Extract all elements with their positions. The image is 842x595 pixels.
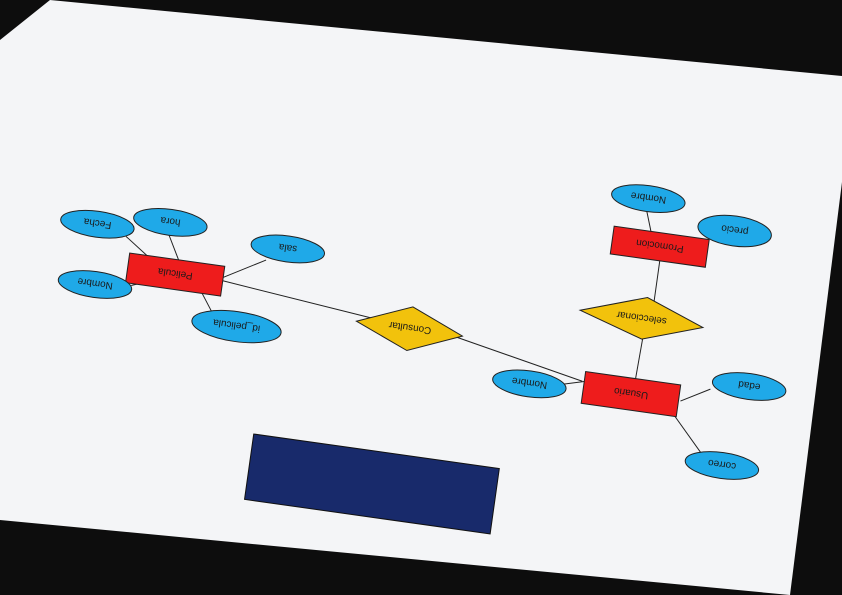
attribute-sala-label: sala xyxy=(278,241,298,255)
attribute-nombre-usuario-label: Nombre xyxy=(511,374,548,390)
attribute-sala-shape xyxy=(250,234,325,264)
entity-usuario-label: Usuario xyxy=(613,385,649,401)
connector-seleccionar-promocion xyxy=(653,260,661,305)
attribute-nombre-pelicula-label: Nombre xyxy=(76,275,113,291)
legend-box xyxy=(243,433,500,535)
connector-consultar-pelicula xyxy=(217,279,375,320)
entity-usuario[interactable]: Usuario xyxy=(580,371,682,418)
attribute-correo[interactable]: correo xyxy=(683,447,760,483)
entity-pelicula[interactable]: Pelicula xyxy=(124,252,226,297)
attribute-nombre-pelicula[interactable]: Nombre xyxy=(57,266,134,302)
attribute-correo-label: correo xyxy=(707,457,737,472)
entity-pelicula-box xyxy=(124,252,226,297)
relationship-consultar-diamond xyxy=(355,306,464,352)
attribute-sala[interactable]: sala xyxy=(249,231,326,267)
attribute-edad-label: edad xyxy=(738,378,762,392)
attribute-nombre-promocion-shape xyxy=(611,184,686,214)
attribute-precio[interactable]: precio xyxy=(696,211,773,251)
relationship-seleccionar-diamond xyxy=(578,296,705,340)
diagram-rotated-group: Usuario Promocion Pelicula Consultar sel… xyxy=(57,181,788,535)
attribute-nombre-usuario[interactable]: Nombre xyxy=(491,366,568,402)
legend-rect xyxy=(243,433,500,535)
attribute-fecha-label: Fecha xyxy=(83,215,112,230)
relationship-consultar[interactable]: Consultar xyxy=(353,299,465,357)
entity-promocion-box xyxy=(609,225,710,268)
entity-promocion[interactable]: Promocion xyxy=(609,225,710,268)
attribute-nombre-pelicula-shape xyxy=(57,270,133,299)
attribute-hora[interactable]: hora xyxy=(132,204,209,240)
connector-usuario-edad xyxy=(680,388,711,402)
connector-pelicula-sala xyxy=(217,259,267,280)
relationship-seleccionar[interactable]: seleccionar xyxy=(577,288,706,347)
attribute-precio-shape xyxy=(697,214,772,248)
attribute-fecha-shape xyxy=(60,209,135,239)
entity-usuario-box xyxy=(580,371,682,418)
attribute-nombre-usuario-shape xyxy=(492,369,567,399)
attribute-id-pelicula-shape xyxy=(191,309,282,344)
attribute-edad-shape xyxy=(711,372,787,401)
attribute-nombre-promocion-label: Nombre xyxy=(630,189,667,205)
attribute-edad[interactable]: edad xyxy=(711,368,788,404)
attribute-nombre-promocion[interactable]: Nombre xyxy=(610,181,687,217)
connector-pelicula-id xyxy=(200,291,214,315)
connector-usuario-consultar xyxy=(456,336,583,382)
attribute-precio-label: precio xyxy=(720,222,749,237)
attribute-hora-shape xyxy=(133,207,208,237)
attribute-id-pelicula[interactable]: id_pelicula xyxy=(190,305,283,347)
entity-pelicula-label: Pelicula xyxy=(157,265,194,281)
attribute-hora-label: hora xyxy=(159,214,181,228)
attribute-fecha[interactable]: Fecha xyxy=(59,206,136,242)
attribute-correo-shape xyxy=(684,451,760,480)
connector-usuario-nombre xyxy=(561,381,585,385)
connector-usuario-correo xyxy=(670,410,704,457)
attributes: edad correo Nombre Nombre precio sala xyxy=(57,181,788,483)
